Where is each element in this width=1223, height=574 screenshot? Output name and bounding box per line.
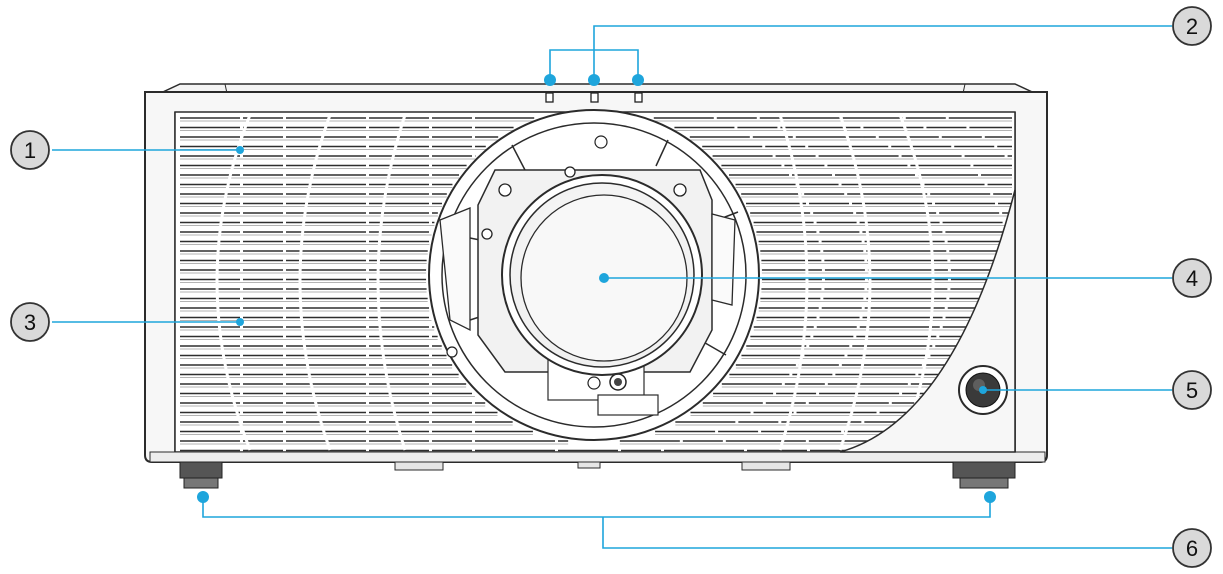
adjustable-foot-left <box>179 461 223 489</box>
svg-text:5: 5 <box>1186 378 1198 403</box>
led-indicators <box>545 92 643 103</box>
svg-text:3: 3 <box>24 310 36 335</box>
callout-1: 1 <box>10 130 50 170</box>
callout-5: 5 <box>1172 370 1212 410</box>
svg-text:2: 2 <box>1186 14 1198 39</box>
adjustable-foot-right <box>952 461 1016 489</box>
lens-assembly <box>428 109 760 441</box>
svg-text:4: 4 <box>1186 266 1198 291</box>
callout-2: 2 <box>1172 6 1212 46</box>
callout-6: 6 <box>1172 528 1212 568</box>
leader-lines <box>52 25 1172 549</box>
callout-4: 4 <box>1172 258 1212 298</box>
svg-text:6: 6 <box>1186 536 1198 561</box>
grille-rib <box>298 114 332 451</box>
grille-rib <box>778 114 809 451</box>
grille-rib <box>838 114 872 451</box>
grille-rib <box>215 114 252 451</box>
grille-rib <box>376 114 407 451</box>
callout-3: 3 <box>10 302 50 342</box>
leader-dots <box>197 74 996 503</box>
vent-grille <box>180 114 1012 452</box>
svg-text:1: 1 <box>24 138 36 163</box>
